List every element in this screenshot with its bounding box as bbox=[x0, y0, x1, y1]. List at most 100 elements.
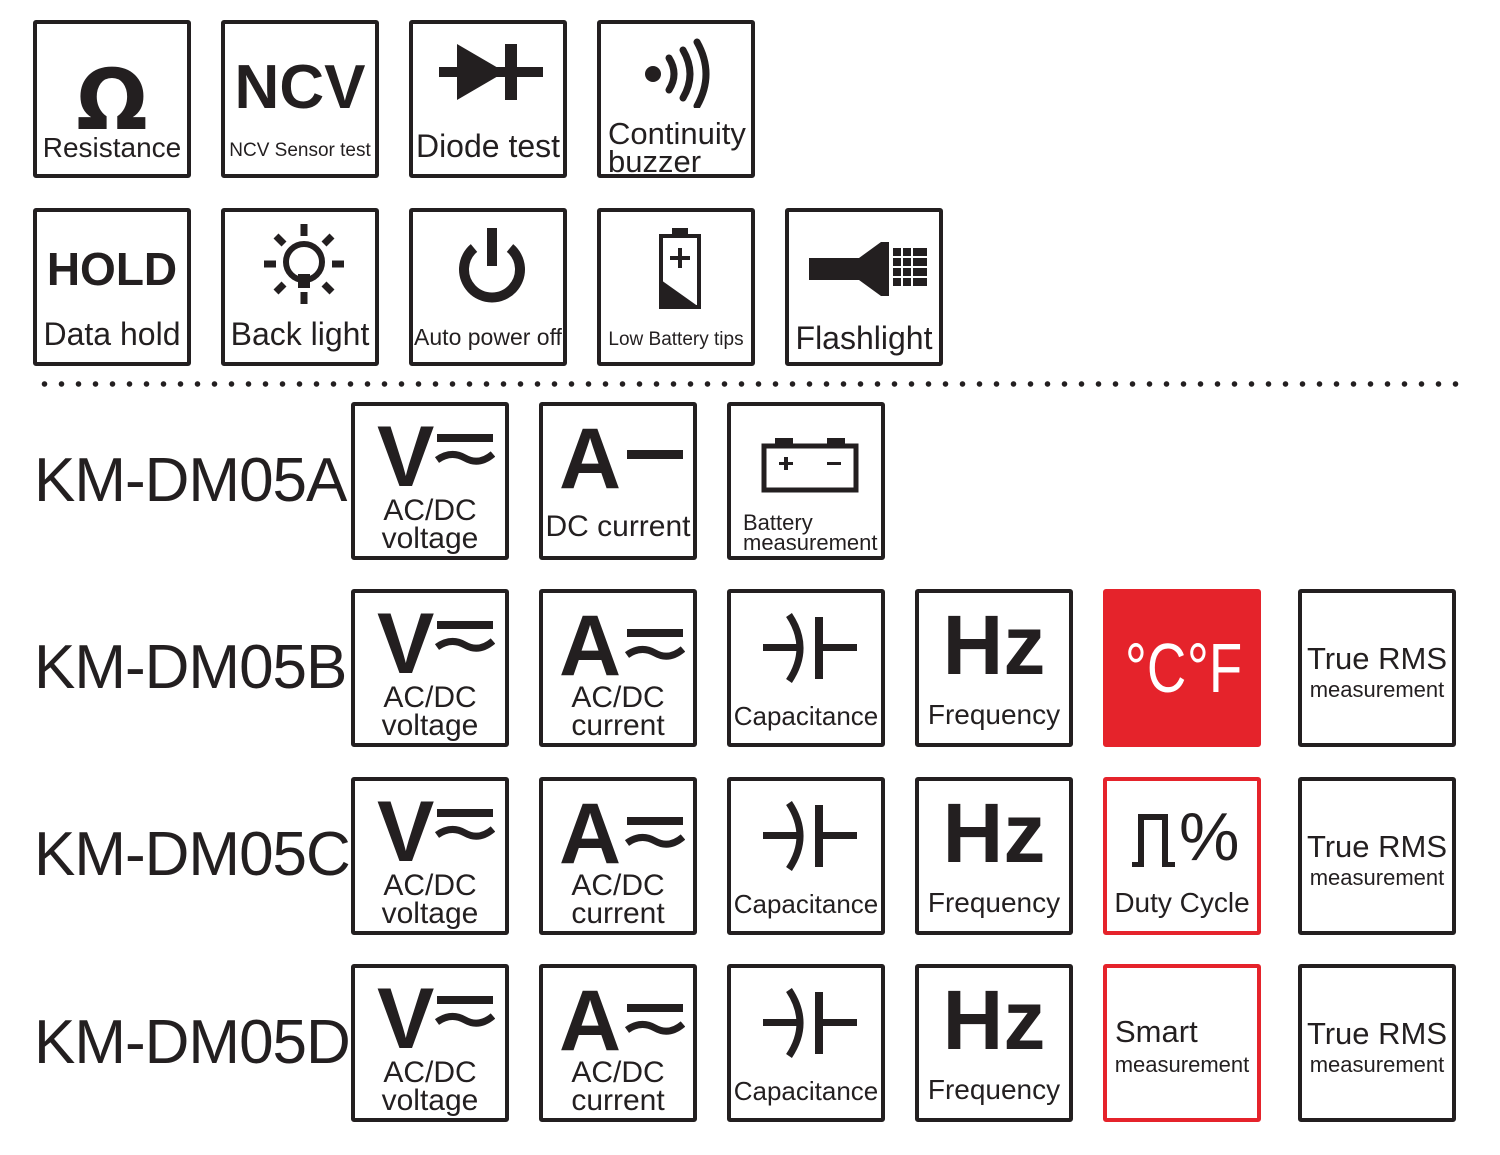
capacitor-icon bbox=[763, 801, 857, 871]
lowbattery-label: Low Battery tips bbox=[608, 329, 744, 350]
true-rms-line1: True RMS bbox=[1306, 1016, 1448, 1051]
frequency-label: Frequency bbox=[927, 1074, 1061, 1105]
acdc-current-line1: AC/DC bbox=[571, 1056, 665, 1089]
a-symbol: A bbox=[559, 786, 622, 882]
autopower-label: Auto power off bbox=[414, 324, 562, 350]
flashlight-label: Flashlight bbox=[795, 320, 933, 356]
backlight-label: Back light bbox=[230, 316, 370, 352]
battery-line1: Battery bbox=[743, 510, 813, 535]
cell-capacitance-d: Capacitance bbox=[727, 964, 885, 1122]
acdc-voltage-line1: AC/DC bbox=[383, 494, 477, 527]
pulse-icon bbox=[1132, 814, 1175, 867]
acdc-voltage-line2: voltage bbox=[381, 1084, 479, 1117]
cell-acdc-voltage-b: V AC/DC voltage bbox=[351, 589, 509, 747]
diode-label: Diode test bbox=[415, 128, 561, 164]
feature-backlight: Back light bbox=[221, 208, 379, 366]
cell-true-rms-c: True RMS measurement bbox=[1298, 777, 1456, 935]
fahrenheit-symbol: °F bbox=[1187, 629, 1243, 707]
capacitance-label: Capacitance bbox=[733, 889, 879, 919]
acdc-current-line2: current bbox=[571, 1084, 665, 1117]
feature-resistance: Ω Resistance bbox=[33, 20, 191, 178]
hold-label: Data hold bbox=[43, 316, 181, 352]
true-rms-line2: measurement bbox=[1309, 865, 1445, 890]
cell-duty-cycle-c: % Duty Cycle bbox=[1103, 777, 1261, 935]
cell-true-rms-b: True RMS measurement bbox=[1298, 589, 1456, 747]
capacitance-label: Capacitance bbox=[733, 1076, 879, 1106]
cell-acdc-current-c: A AC/DC current bbox=[539, 777, 697, 935]
cell-acdc-voltage-d: V AC/DC voltage bbox=[351, 964, 509, 1122]
acdc-voltage-line2: voltage bbox=[381, 897, 479, 930]
sun-bulb-icon bbox=[264, 224, 344, 304]
model-name-d: KM-DM05D bbox=[34, 1008, 351, 1077]
feature-ncv: NCV NCV Sensor test bbox=[221, 20, 379, 178]
true-rms-line1: True RMS bbox=[1306, 641, 1448, 676]
feature-autopower: Auto power off bbox=[409, 208, 567, 366]
capacitance-label: Capacitance bbox=[733, 701, 879, 731]
frequency-label: Frequency bbox=[927, 699, 1061, 730]
acdc-voltage-line1: AC/DC bbox=[383, 869, 477, 902]
cell-acdc-voltage-c: V AC/DC voltage bbox=[351, 777, 509, 935]
feature-lowbattery: Low Battery tips bbox=[597, 208, 755, 366]
continuity-line1: Continuity bbox=[608, 116, 746, 151]
cell-battery-a: Battery measurement bbox=[727, 402, 885, 560]
dc-line-icon bbox=[627, 450, 683, 459]
frequency-label: Frequency bbox=[927, 887, 1061, 918]
model-name-b: KM-DM05B bbox=[34, 633, 347, 702]
cell-capacitance-c: Capacitance bbox=[727, 777, 885, 935]
duty-cycle-label: Duty Cycle bbox=[1114, 887, 1250, 918]
v-symbol: V bbox=[377, 971, 435, 1067]
resistance-label: Resistance bbox=[42, 132, 182, 163]
a-symbol: A bbox=[559, 411, 622, 507]
ncv-symbol: NCV bbox=[234, 53, 366, 122]
true-rms-line1: True RMS bbox=[1306, 829, 1448, 864]
feature-hold: HOLD Data hold bbox=[33, 208, 191, 366]
cell-temperature-b: °C °F bbox=[1103, 589, 1261, 747]
a-symbol: A bbox=[559, 598, 622, 694]
cell-true-rms-d: True RMS measurement bbox=[1298, 964, 1456, 1122]
approx-equal-icon bbox=[435, 996, 495, 1027]
continuity-line2: buzzer bbox=[608, 144, 702, 178]
approx-equal-icon bbox=[435, 621, 495, 652]
a-symbol: A bbox=[559, 973, 622, 1069]
acdc-current-line1: AC/DC bbox=[571, 869, 665, 902]
omega-icon: Ω bbox=[76, 51, 148, 149]
cell-frequency-d: Hz Frequency bbox=[915, 964, 1073, 1122]
ncv-label: NCV Sensor test bbox=[229, 140, 371, 161]
cell-dc-current-a: A DC current bbox=[539, 402, 697, 560]
sound-waves-icon bbox=[645, 38, 710, 108]
model-name-c: KM-DM05C bbox=[34, 820, 351, 889]
feature-diode: Diode test bbox=[409, 20, 567, 178]
feature-flashlight: Flashlight bbox=[785, 208, 943, 366]
battery-line2: measurement bbox=[743, 530, 878, 555]
celsius-symbol: °C bbox=[1125, 629, 1187, 707]
hz-symbol: Hz bbox=[942, 786, 1046, 880]
approx-equal-icon bbox=[625, 1004, 685, 1035]
smart-line2: measurement bbox=[1114, 1052, 1250, 1077]
percent-symbol: % bbox=[1179, 799, 1240, 875]
model-name-a: KM-DM05A bbox=[34, 446, 347, 515]
v-symbol: V bbox=[377, 596, 435, 692]
approx-equal-icon bbox=[435, 434, 495, 465]
true-rms-line2: measurement bbox=[1309, 677, 1445, 702]
acdc-voltage-line2: voltage bbox=[381, 522, 479, 555]
acdc-voltage-line1: AC/DC bbox=[383, 1056, 477, 1089]
battery-low-icon bbox=[659, 228, 701, 309]
flashlight-icon bbox=[809, 242, 927, 296]
approx-equal-icon bbox=[625, 629, 685, 660]
cell-frequency-c: Hz Frequency bbox=[915, 777, 1073, 935]
approx-equal-icon bbox=[435, 809, 495, 840]
cell-acdc-current-b: A AC/DC current bbox=[539, 589, 697, 747]
diode-icon bbox=[439, 44, 543, 100]
hold-symbol: HOLD bbox=[46, 243, 178, 295]
dc-current-label: DC current bbox=[545, 510, 691, 543]
capacitor-icon bbox=[763, 613, 857, 683]
cell-acdc-current-d: A AC/DC current bbox=[539, 964, 697, 1122]
cell-smart-d: Smart measurement bbox=[1103, 964, 1261, 1122]
approx-equal-icon bbox=[625, 817, 685, 848]
smart-line1: Smart bbox=[1115, 1014, 1198, 1049]
acdc-current-line2: current bbox=[571, 897, 665, 930]
cell-capacitance-b: Capacitance bbox=[727, 589, 885, 747]
acdc-current-line2: current bbox=[571, 709, 665, 742]
hz-symbol: Hz bbox=[942, 973, 1046, 1067]
v-symbol: V bbox=[377, 784, 435, 880]
